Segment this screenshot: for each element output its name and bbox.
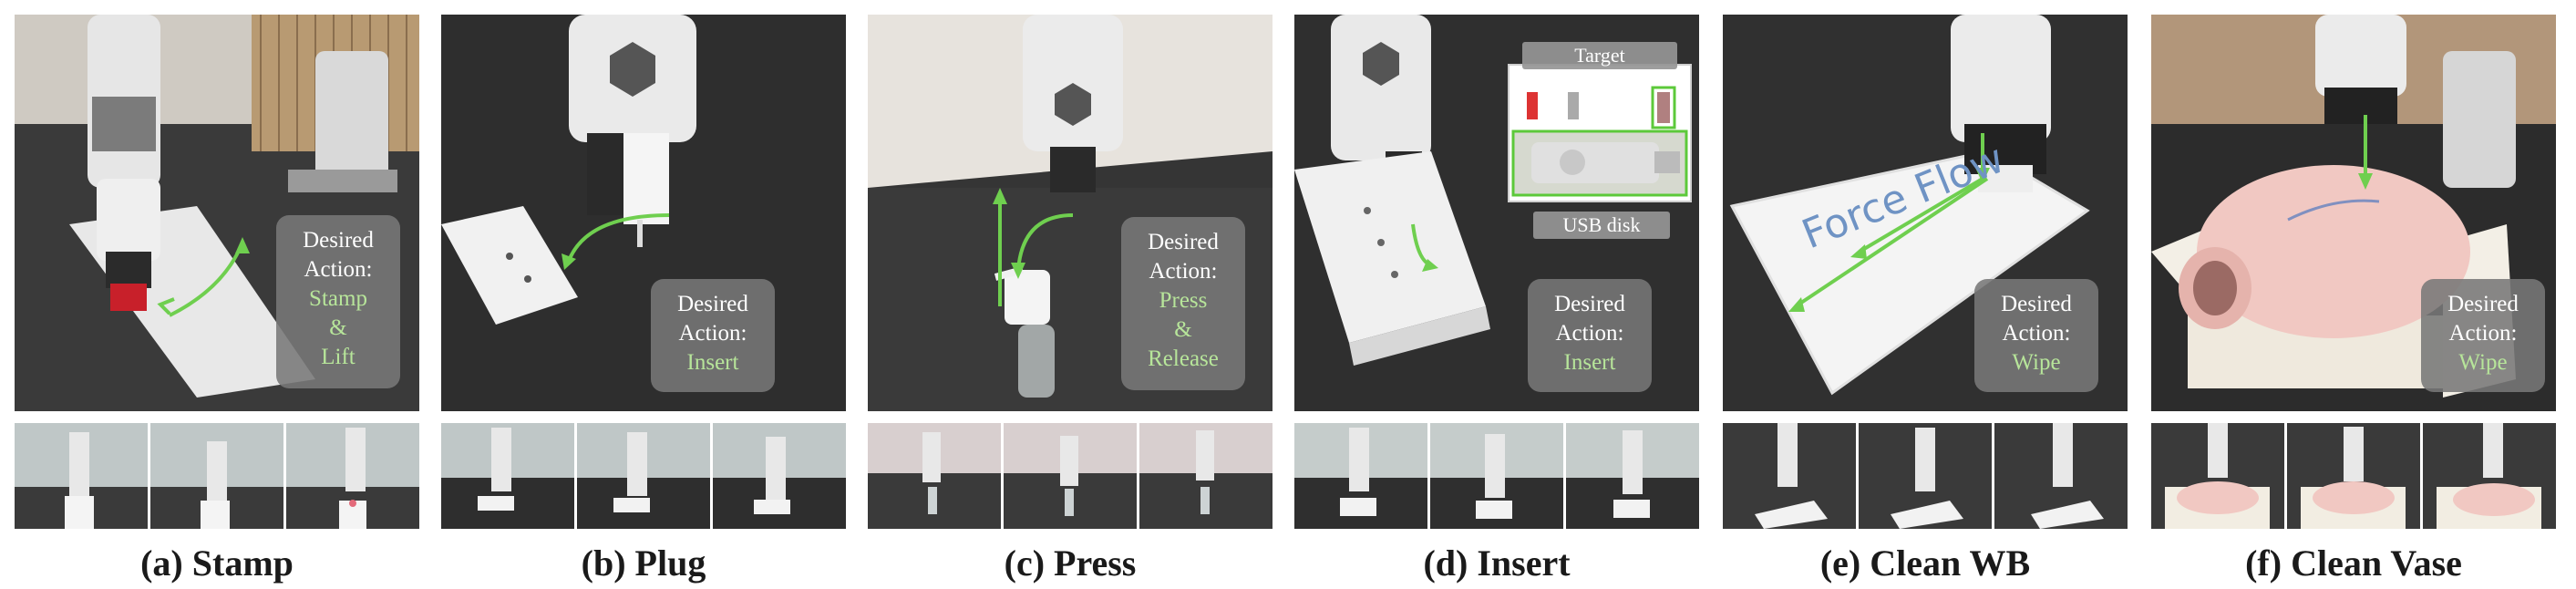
thumbnail <box>1859 423 1992 529</box>
panel-press: Desired Action: Press & Release (c) Pres… <box>868 15 1273 584</box>
caption: (c) Press <box>1004 542 1137 584</box>
desired-label: Desired <box>1554 292 1625 316</box>
desired-action-box: Desired Action: Insert <box>651 279 775 392</box>
desired-label: Desired <box>303 228 374 253</box>
usb-disk-tag: USB disk <box>1533 212 1670 239</box>
action-value: & <box>329 315 347 340</box>
thumbnail-strip <box>2151 423 2556 529</box>
thumbnail <box>1566 423 1699 529</box>
desired-action-box: Desired Action: Insert <box>1528 279 1652 392</box>
thumbnail <box>2423 423 2556 529</box>
thumbnail <box>577 423 710 529</box>
desired-action-box: Desired Action: Stamp & Lift <box>276 215 400 388</box>
action-value: Release <box>1148 346 1219 371</box>
caption: (d) Insert <box>1423 542 1571 584</box>
thumbnail-strip <box>1723 423 2128 529</box>
action-value: Wipe <box>2012 350 2061 375</box>
caption: (e) Clean WB <box>1819 542 2031 584</box>
desired-action-box: Desired Action: Press & Release <box>1121 217 1245 390</box>
action-value: Insert <box>686 350 739 375</box>
action-value: Stamp <box>309 286 367 311</box>
desired-label: Desired <box>2447 292 2519 316</box>
thumbnail <box>2151 423 2284 529</box>
panel-insert: Target USB disk Desired Action: Insert (… <box>1294 15 1699 584</box>
desired-label: Desired <box>1148 230 1219 254</box>
caption: (f) Clean Vase <box>2245 542 2462 584</box>
action-value: Lift <box>321 345 355 369</box>
desired-action-box: Desired Action: Wipe <box>1974 279 2098 392</box>
action-label: Action: <box>1555 321 1624 346</box>
action-value: Insert <box>1563 350 1616 375</box>
panel-plug: Desired Action: Insert (b) Plug <box>441 15 846 584</box>
action-label: Action: <box>678 321 747 346</box>
thumbnail <box>868 423 1001 529</box>
target-tag: Target <box>1522 42 1677 69</box>
thumbnail-strip <box>1294 423 1699 529</box>
action-value: Wipe <box>2458 350 2508 375</box>
thumbnail <box>2287 423 2420 529</box>
thumbnail <box>1294 423 1427 529</box>
thumbnail <box>713 423 846 529</box>
desired-label: Desired <box>2001 292 2072 316</box>
photo-stamp: Desired Action: Stamp & Lift <box>15 15 419 411</box>
thumbnail <box>441 423 574 529</box>
photo-insert: Target USB disk Desired Action: Insert <box>1294 15 1699 411</box>
thumbnail-strip <box>868 423 1273 529</box>
thumbnail <box>150 423 283 529</box>
action-label: Action: <box>2448 321 2518 346</box>
action-value: & <box>1174 317 1192 342</box>
desired-action-box: Desired Action: Wipe <box>2421 279 2545 392</box>
panel-clean-wb: Force Flow Desired Action: Wipe (e) Clea… <box>1723 15 2128 584</box>
panel-clean-vase: Desired Action: Wipe (f) Clean Vase <box>2151 15 2556 584</box>
thumbnail <box>1004 423 1137 529</box>
desired-label: Desired <box>677 292 748 316</box>
thumbnail <box>1430 423 1563 529</box>
thumbnail <box>1994 423 2128 529</box>
caption: (a) Stamp <box>140 542 294 584</box>
thumbnail-strip <box>441 423 846 529</box>
photo-clean-wb: Force Flow Desired Action: Wipe <box>1723 15 2128 411</box>
thumbnail <box>15 423 148 529</box>
thumbnail <box>1723 423 1856 529</box>
caption: (b) Plug <box>581 542 706 584</box>
photo-clean-vase: Desired Action: Wipe <box>2151 15 2556 411</box>
panel-stamp: Desired Action: Stamp & Lift (a) Stamp <box>15 15 419 584</box>
photo-plug: Desired Action: Insert <box>441 15 846 411</box>
thumbnail-strip <box>15 423 419 529</box>
action-label: Action: <box>1149 259 1218 284</box>
action-label: Action: <box>304 257 373 282</box>
thumbnail <box>286 423 419 529</box>
action-value: Press <box>1159 288 1208 313</box>
thumbnail <box>1139 423 1273 529</box>
photo-press: Desired Action: Press & Release <box>868 15 1273 411</box>
action-label: Action: <box>2002 321 2071 346</box>
